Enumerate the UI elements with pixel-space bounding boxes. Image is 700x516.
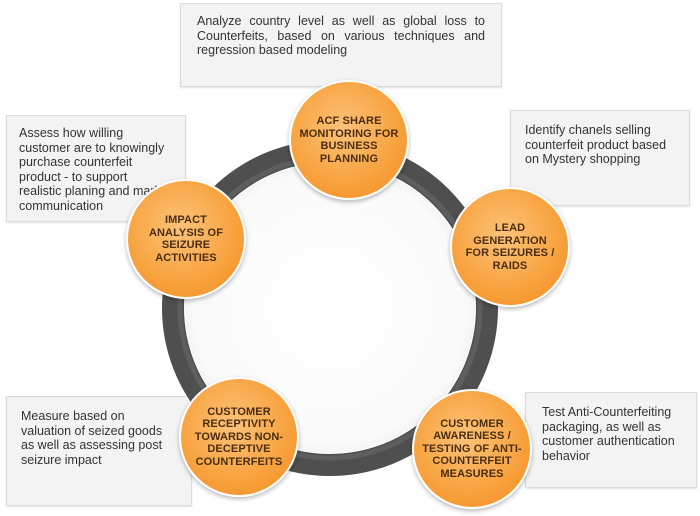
node-customer-receptivity-label: CUSTOMER RECEPTIVITY TOWARDS NON-DECEPTI… [194, 405, 284, 468]
note-top: Analyze country level as well as global … [180, 3, 502, 87]
node-customer-awareness-label: CUSTOMER AWARENESS / TESTING OF ANTI-COU… [422, 417, 522, 480]
note-bottom-left-text: Measure based on valuation of seized goo… [21, 409, 163, 467]
node-customer-awareness: CUSTOMER AWARENESS / TESTING OF ANTI-COU… [412, 389, 532, 509]
note-left-text: Assess how willing customer are to knowi… [19, 126, 172, 213]
node-impact-analysis: IMPACT ANALYSIS OF SEIZURE ACTIVITIES [126, 179, 246, 299]
node-acf-share-monitoring: ACF SHARE MONITORING FOR BUSINESS PLANNI… [289, 80, 409, 200]
note-bottom-right: Test Anti-Counterfeiting packaging, as w… [525, 392, 697, 488]
note-right-text: Identify chanels selling counterfeit pro… [525, 123, 667, 166]
note-top-text: Analyze country level as well as global … [197, 14, 485, 57]
node-lead-generation-label: LEAD GENERATION FOR SEIZURES / RAIDS [465, 222, 555, 272]
node-acf-share-monitoring-label: ACF SHARE MONITORING FOR BUSINESS PLANNI… [299, 115, 399, 165]
node-customer-receptivity: CUSTOMER RECEPTIVITY TOWARDS NON-DECEPTI… [179, 377, 299, 497]
note-left: Assess how willing customer are to knowi… [6, 115, 186, 222]
node-lead-generation: LEAD GENERATION FOR SEIZURES / RAIDS [450, 187, 570, 307]
node-impact-analysis-label: IMPACT ANALYSIS OF SEIZURE ACTIVITIES [148, 214, 224, 264]
note-bottom-left: Measure based on valuation of seized goo… [6, 396, 192, 506]
note-bottom-right-text: Test Anti-Counterfeiting packaging, as w… [542, 405, 675, 463]
note-right: Identify chanels selling counterfeit pro… [510, 110, 690, 206]
